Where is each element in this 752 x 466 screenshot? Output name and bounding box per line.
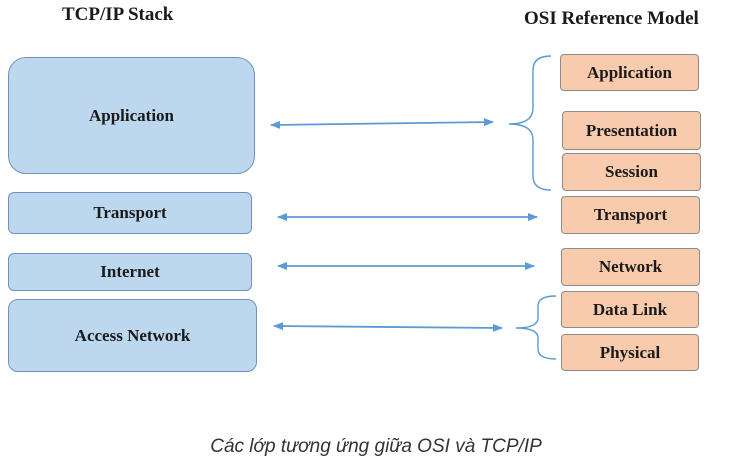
arrow-access-network-mapping [273, 322, 503, 332]
osi-layer-presentation: Presentation [562, 111, 701, 150]
brace-upper-osi-layers [508, 55, 552, 191]
osi-layer-physical: Physical [561, 334, 699, 371]
tcp-layer-application: Application [8, 57, 255, 174]
tcp-layer-access-network: Access Network [8, 299, 257, 372]
arrow-application-mapping [270, 118, 494, 129]
osi-layer-data-link: Data Link [561, 291, 699, 328]
tcp-ip-stack-title: TCP/IP Stack [62, 4, 174, 25]
brace-lower-osi-layers [515, 295, 557, 360]
tcp-layer-internet: Internet [8, 253, 252, 291]
figure-caption: Các lớp tương ứng giữa OSI và TCP/IP [210, 436, 542, 457]
osi-layer-session: Session [562, 153, 701, 191]
osi-layer-application: Application [560, 54, 699, 91]
osi-layer-network: Network [561, 248, 700, 286]
tcp-layer-transport: Transport [8, 192, 252, 234]
osi-layer-transport: Transport [561, 196, 700, 234]
osi-model-title: OSI Reference Model [524, 8, 699, 29]
